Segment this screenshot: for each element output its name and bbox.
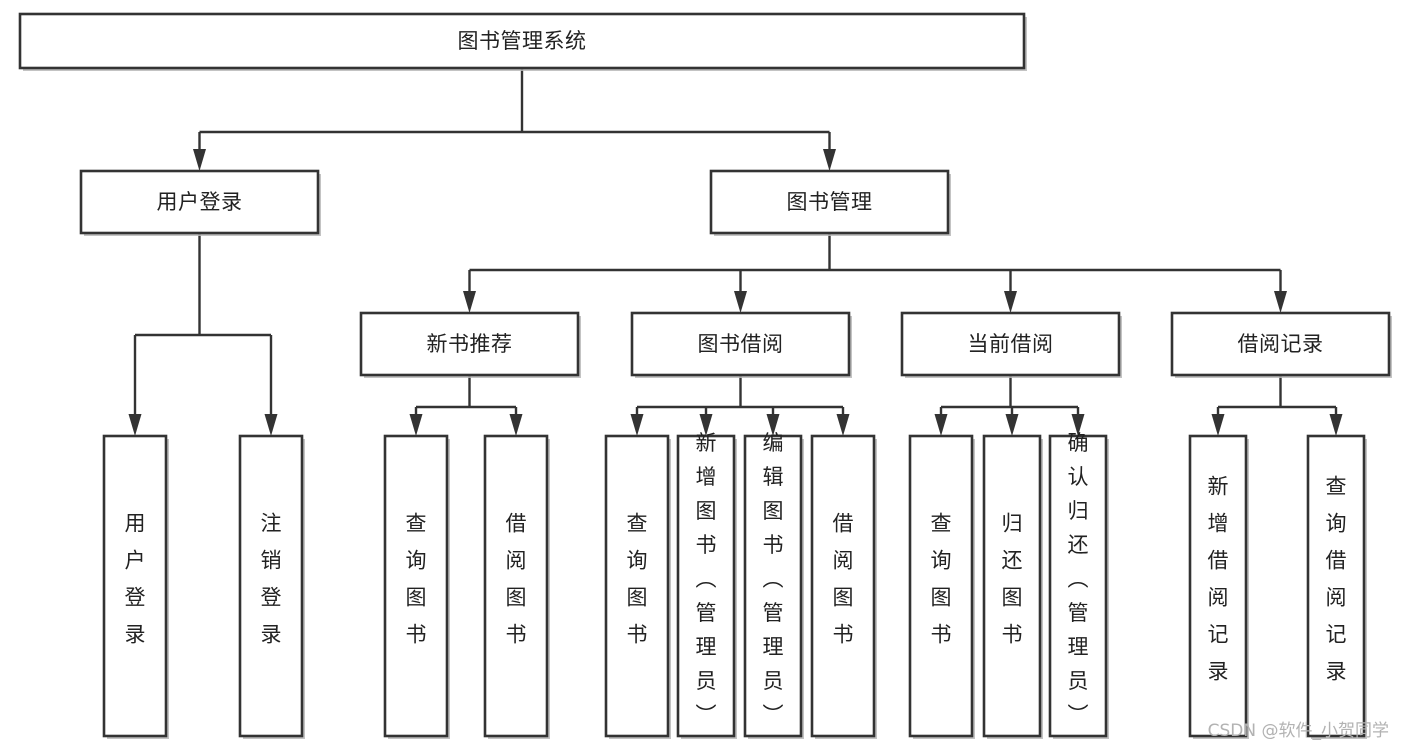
node-confirm-return-admin-leaf[interactable]: 确认归还︵管理员︶ <box>1048 431 1109 739</box>
arrow-head-icon <box>193 149 206 171</box>
arrow-head-icon <box>836 414 850 436</box>
node-borrow-record[interactable]: 借阅记录 <box>1170 311 1392 378</box>
node-return-book-leaf[interactable]: 归还图书 <box>982 434 1043 739</box>
arrow-head-icon <box>699 414 713 436</box>
watermark-text: CSDN @软件_小贺同学 <box>1207 721 1389 741</box>
node-logout-leaf[interactable]: 注销登录 <box>238 434 305 739</box>
node-new-book-recommend[interactable]: 新书推荐 <box>359 311 581 378</box>
node-edit-book-admin-leaf[interactable]: 编辑图书︵管理员︶ <box>743 431 804 739</box>
node-label: 新书推荐 <box>427 332 513 356</box>
node-book-borrow[interactable]: 图书借阅 <box>630 311 852 378</box>
node-box <box>630 311 851 377</box>
connector-layer <box>128 68 1343 436</box>
arrow-head-icon <box>128 414 142 436</box>
node-label: 用户登录 <box>125 512 146 647</box>
node-current-borrow[interactable]: 当前借阅 <box>900 311 1122 378</box>
node-label: 新增借阅记录 <box>1208 475 1229 684</box>
node-label: 注销登录 <box>261 512 282 647</box>
node-box <box>810 434 876 738</box>
node-box <box>982 434 1042 738</box>
arrow-head-icon <box>1004 291 1017 313</box>
node-box <box>1306 434 1366 738</box>
node-box <box>743 434 803 738</box>
arrow-head-icon <box>1005 414 1019 436</box>
node-box <box>1188 434 1248 738</box>
node-label: 借阅记录 <box>1238 332 1324 356</box>
arrow-head-icon <box>1329 414 1343 436</box>
node-label: 查询图书 <box>931 512 952 647</box>
arrow-head-icon <box>934 414 948 436</box>
node-borrow-book-leaf[interactable]: 借阅图书 <box>483 434 550 739</box>
node-label: 查询借阅记录 <box>1326 475 1347 684</box>
node-user-login[interactable]: 用户登录 <box>79 169 321 236</box>
node-query-book-leaf[interactable]: 查询图书 <box>908 434 975 739</box>
node-add-book-admin-leaf[interactable]: 新增图书︵管理员︶ <box>676 431 737 739</box>
node-box <box>900 311 1121 377</box>
node-borrow-book-leaf[interactable]: 借阅图书 <box>810 434 877 739</box>
arrow-head-icon <box>264 414 278 436</box>
node-box <box>18 12 1026 70</box>
node-label: 图书管理系统 <box>458 29 587 53</box>
node-box <box>1170 311 1391 377</box>
arrow-head-icon <box>630 414 644 436</box>
node-book-management[interactable]: 图书管理 <box>709 169 951 236</box>
node-box <box>1048 434 1108 738</box>
arrow-head-icon <box>463 291 476 313</box>
node-box <box>709 169 950 235</box>
node-box <box>79 169 320 235</box>
node-layer: 图书管理系统用户登录图书管理新书推荐图书借阅当前借阅借阅记录用户登录注销登录查询… <box>18 12 1392 739</box>
arrow-head-icon <box>766 414 780 436</box>
node-query-book-leaf[interactable]: 查询图书 <box>604 434 671 739</box>
arrow-head-icon <box>1211 414 1225 436</box>
arrow-head-icon <box>823 149 836 171</box>
node-label: 借阅图书 <box>506 512 527 647</box>
node-label: 当前借阅 <box>968 332 1054 356</box>
arrow-head-icon <box>1274 291 1287 313</box>
arrow-head-icon <box>734 291 747 313</box>
node-label: 查询图书 <box>406 512 427 647</box>
node-query-book-leaf[interactable]: 查询图书 <box>383 434 450 739</box>
node-label: 归还图书 <box>1002 512 1023 647</box>
node-label: 查询图书 <box>627 512 648 647</box>
node-label: 借阅图书 <box>833 512 854 647</box>
node-add-borrow-record-leaf[interactable]: 新增借阅记录 <box>1188 434 1249 739</box>
arrow-head-icon <box>509 414 523 436</box>
node-box <box>604 434 670 738</box>
arrow-head-icon <box>409 414 423 436</box>
arrow-head-icon <box>1071 414 1085 436</box>
node-user-login-leaf[interactable]: 用户登录 <box>102 434 169 739</box>
node-box <box>359 311 580 377</box>
node-label: 图书借阅 <box>698 332 784 356</box>
node-box <box>483 434 549 738</box>
node-box <box>238 434 304 738</box>
node-label: 确认归还︵管理员︶ <box>1068 431 1089 727</box>
node-query-borrow-record-leaf[interactable]: 查询借阅记录 <box>1306 434 1367 739</box>
node-book-management-system[interactable]: 图书管理系统 <box>18 12 1027 71</box>
node-label: 用户登录 <box>157 190 243 214</box>
node-label: 图书管理 <box>787 190 873 214</box>
node-label: 编辑图书︵管理员︶ <box>763 431 784 727</box>
node-box <box>102 434 168 738</box>
node-label: 新增图书︵管理员︶ <box>696 431 717 727</box>
node-box <box>908 434 974 738</box>
node-box <box>383 434 449 738</box>
node-box <box>676 434 736 738</box>
